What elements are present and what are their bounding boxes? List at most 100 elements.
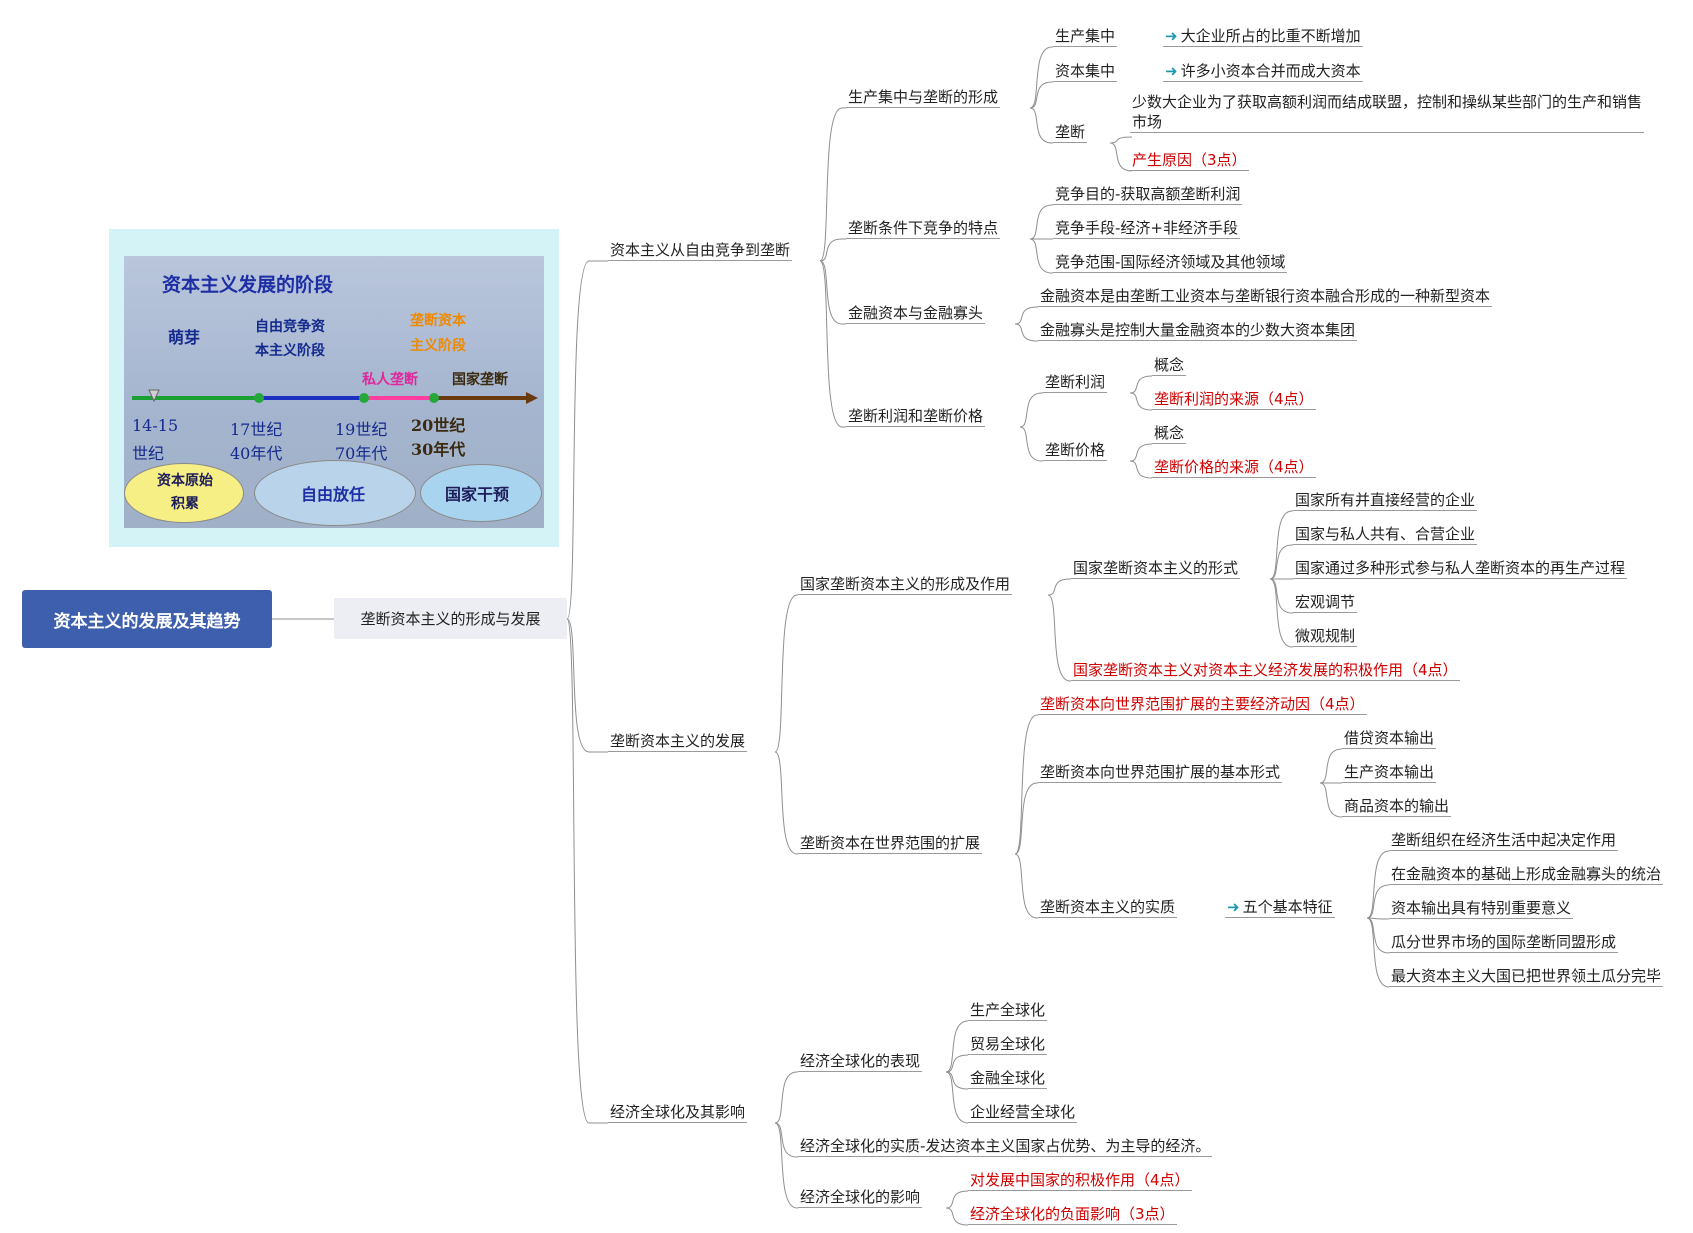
connector [1366, 917, 1390, 988]
topic-production-concentration-detail[interactable]: ➜大企业所占的比重不断增加 [1163, 26, 1363, 47]
connector [774, 751, 798, 855]
globalization-positive-effects[interactable]: 对发展中国家的积极作用（4点） [968, 1171, 1192, 1191]
connector [1019, 426, 1043, 462]
form-macro-regulation[interactable]: 宏观调节 [1293, 593, 1358, 613]
form-loan-capital-export[interactable]: 借贷资本输出 [1342, 729, 1437, 749]
feature-3[interactable]: 资本输出具有特别重要意义 [1389, 899, 1574, 919]
topic-monopoly-profit-price[interactable]: 垄断利润和垄断价格 [846, 407, 986, 427]
topic-competition-features[interactable]: 垄断条件下竞争的特点 [846, 219, 1001, 239]
five-basic-features[interactable]: ➜五个基本特征 [1225, 897, 1335, 918]
connector [1047, 578, 1071, 596]
connector [566, 618, 608, 753]
topic-monopoly-price[interactable]: 垄断价格 [1043, 441, 1108, 461]
connector [1029, 204, 1053, 240]
feature-4[interactable]: 瓜分世界市场的国际垄断同盟形成 [1389, 933, 1619, 953]
branch-globalization[interactable]: 经济全球化及其影响 [608, 1103, 748, 1123]
date-30s: 30年代 [411, 440, 466, 459]
connector [566, 260, 608, 620]
connector [1029, 238, 1053, 274]
connector [1029, 107, 1053, 144]
connector [945, 1190, 969, 1209]
ellipse-laissez-faire: 自由放任 [254, 460, 416, 526]
detail-text: 许多小资本合并而成大资本 [1180, 62, 1361, 80]
feature-1[interactable]: 垄断组织在经济生活中起决定作用 [1389, 831, 1619, 851]
globalization-trade[interactable]: 贸易全球化 [968, 1035, 1048, 1055]
branch-free-competition-to-monopoly[interactable]: 资本主义从自由竞争到垄断 [608, 241, 793, 261]
connector [566, 618, 608, 1124]
arrow-right-icon: ➜ [1165, 27, 1178, 45]
connector [945, 1020, 969, 1073]
form-state-owned[interactable]: 国家所有并直接经营的企业 [1293, 491, 1478, 511]
topic-monopoly-profit[interactable]: 垄断利润 [1043, 373, 1108, 393]
connector [819, 260, 846, 325]
form-commodity-capital-export[interactable]: 商品资本的输出 [1342, 797, 1452, 817]
competition-goal[interactable]: 竞争目的-获取高额垄断利润 [1053, 185, 1243, 205]
feature-5[interactable]: 最大资本主义大国已把世界领土瓜分完毕 [1389, 967, 1664, 987]
finance-capital-definition[interactable]: 金融资本是由垄断工业资本与垄断银行资本融合形成的一种新型资本 [1038, 287, 1493, 307]
topic-expansion-forms[interactable]: 垄断资本向世界范围扩展的基本形式 [1038, 763, 1283, 783]
connector [819, 107, 846, 262]
topic-monopoly[interactable]: 垄断 [1053, 123, 1088, 143]
connector [1014, 782, 1038, 855]
monopoly-price-sources[interactable]: 垄断价格的来源（4点） [1152, 458, 1316, 478]
state-monopoly-positive-role[interactable]: 国家垄断资本主义对资本主义经济发展的积极作用（4点） [1071, 661, 1460, 681]
monopoly-price-concept[interactable]: 概念 [1152, 424, 1187, 444]
form-joint-venture[interactable]: 国家与私人共有、合营企业 [1293, 525, 1478, 545]
connector [1366, 850, 1390, 919]
expansion-motives[interactable]: 垄断资本向世界范围扩展的主要经济动因（4点） [1038, 695, 1367, 715]
monopoly-profit-concept[interactable]: 概念 [1152, 356, 1187, 376]
topic-production-concentration[interactable]: 生产集中与垄断的形成 [846, 88, 1001, 108]
globalization-enterprise[interactable]: 企业经营全球化 [968, 1103, 1078, 1123]
topic-globalization-essence[interactable]: 经济全球化的实质-发达资本主义国家占优势、为主导的经济。 [798, 1137, 1213, 1157]
arrow-right-icon: ➜ [1227, 898, 1240, 916]
finance-oligarchy-definition[interactable]: 金融寡头是控制大量金融资本的少数大资本集团 [1038, 321, 1358, 341]
form-production-capital-export[interactable]: 生产资本输出 [1342, 763, 1437, 783]
connector [1269, 510, 1293, 580]
stage-monopoly-2: 主义阶段 [410, 338, 466, 354]
topic-finance-capital[interactable]: 金融资本与金融寡头 [846, 304, 986, 324]
connector [1366, 884, 1390, 919]
ellipse-primitive-accumulation: 资本原始 积累 [124, 463, 244, 523]
date-40s: 40年代 [230, 444, 283, 463]
date-century: 世纪 [132, 444, 165, 463]
connector [1319, 748, 1343, 784]
topic-monopoly-causes[interactable]: 产生原因（3点） [1130, 151, 1249, 171]
ellipse-text-1: 资本原始 [157, 473, 213, 489]
topic-capital-concentration-detail[interactable]: ➜许多小资本合并而成大资本 [1163, 61, 1363, 82]
globalization-finance[interactable]: 金融全球化 [968, 1069, 1048, 1089]
competition-means[interactable]: 竞争手段-经济+非经济手段 [1053, 219, 1240, 239]
topic-production-concentration-item[interactable]: 生产集中 [1053, 27, 1118, 47]
connector [1129, 392, 1153, 411]
globalization-negative-effects[interactable]: 经济全球化的负面影响（3点） [968, 1205, 1177, 1225]
form-reproduction-participation[interactable]: 国家通过多种形式参与私人垄断资本的再生产过程 [1293, 559, 1628, 579]
connector [1014, 714, 1038, 855]
topic-state-monopoly-forms[interactable]: 国家垄断资本主义的形式 [1071, 559, 1241, 579]
date-70s: 70年代 [335, 444, 388, 463]
topic-world-expansion[interactable]: 垄断资本在世界范围的扩展 [798, 834, 983, 854]
connector [1269, 578, 1293, 614]
topic-capital-concentration[interactable]: 资本集中 [1053, 62, 1118, 82]
form-micro-regulation[interactable]: 微观规制 [1293, 627, 1358, 647]
connector [1047, 594, 1071, 682]
arrow-right-icon: ➜ [1165, 62, 1178, 80]
timeline-axis [132, 389, 538, 404]
monopoly-profit-sources[interactable]: 垄断利润的来源（4点） [1152, 390, 1316, 410]
feature-2[interactable]: 在金融资本的基础上形成金融寡头的统治 [1389, 865, 1664, 885]
root-topic[interactable]: 资本主义的发展及其趋势 [22, 590, 272, 648]
branch-monopoly-development[interactable]: 垄断资本主义的发展 [608, 732, 748, 752]
connector [1109, 142, 1133, 172]
topic-monopoly-definition[interactable]: 少数大企业为了获取高额利润而结成联盟，控制和操纵某些部门的生产和销售市场 [1130, 93, 1644, 133]
main-topic[interactable]: 垄断资本主义的形成与发展 [334, 598, 567, 639]
competition-scope[interactable]: 竞争范围-国际经济领域及其他领域 [1053, 253, 1288, 273]
topic-globalization-impact[interactable]: 经济全球化的影响 [798, 1188, 923, 1208]
connector [1014, 853, 1038, 919]
topic-state-monopoly-formation[interactable]: 国家垄断资本主义的形成及作用 [798, 575, 1013, 595]
connector [774, 594, 798, 753]
globalization-production[interactable]: 生产全球化 [968, 1001, 1048, 1021]
topic-globalization-manifestations[interactable]: 经济全球化的表现 [798, 1052, 923, 1072]
topic-monopoly-essence[interactable]: 垄断资本主义的实质 [1038, 898, 1178, 918]
stage-free-competition-1: 自由竞争资 [255, 319, 325, 335]
label-state-monopoly: 国家垄断 [452, 372, 508, 388]
connector [774, 1071, 798, 1124]
